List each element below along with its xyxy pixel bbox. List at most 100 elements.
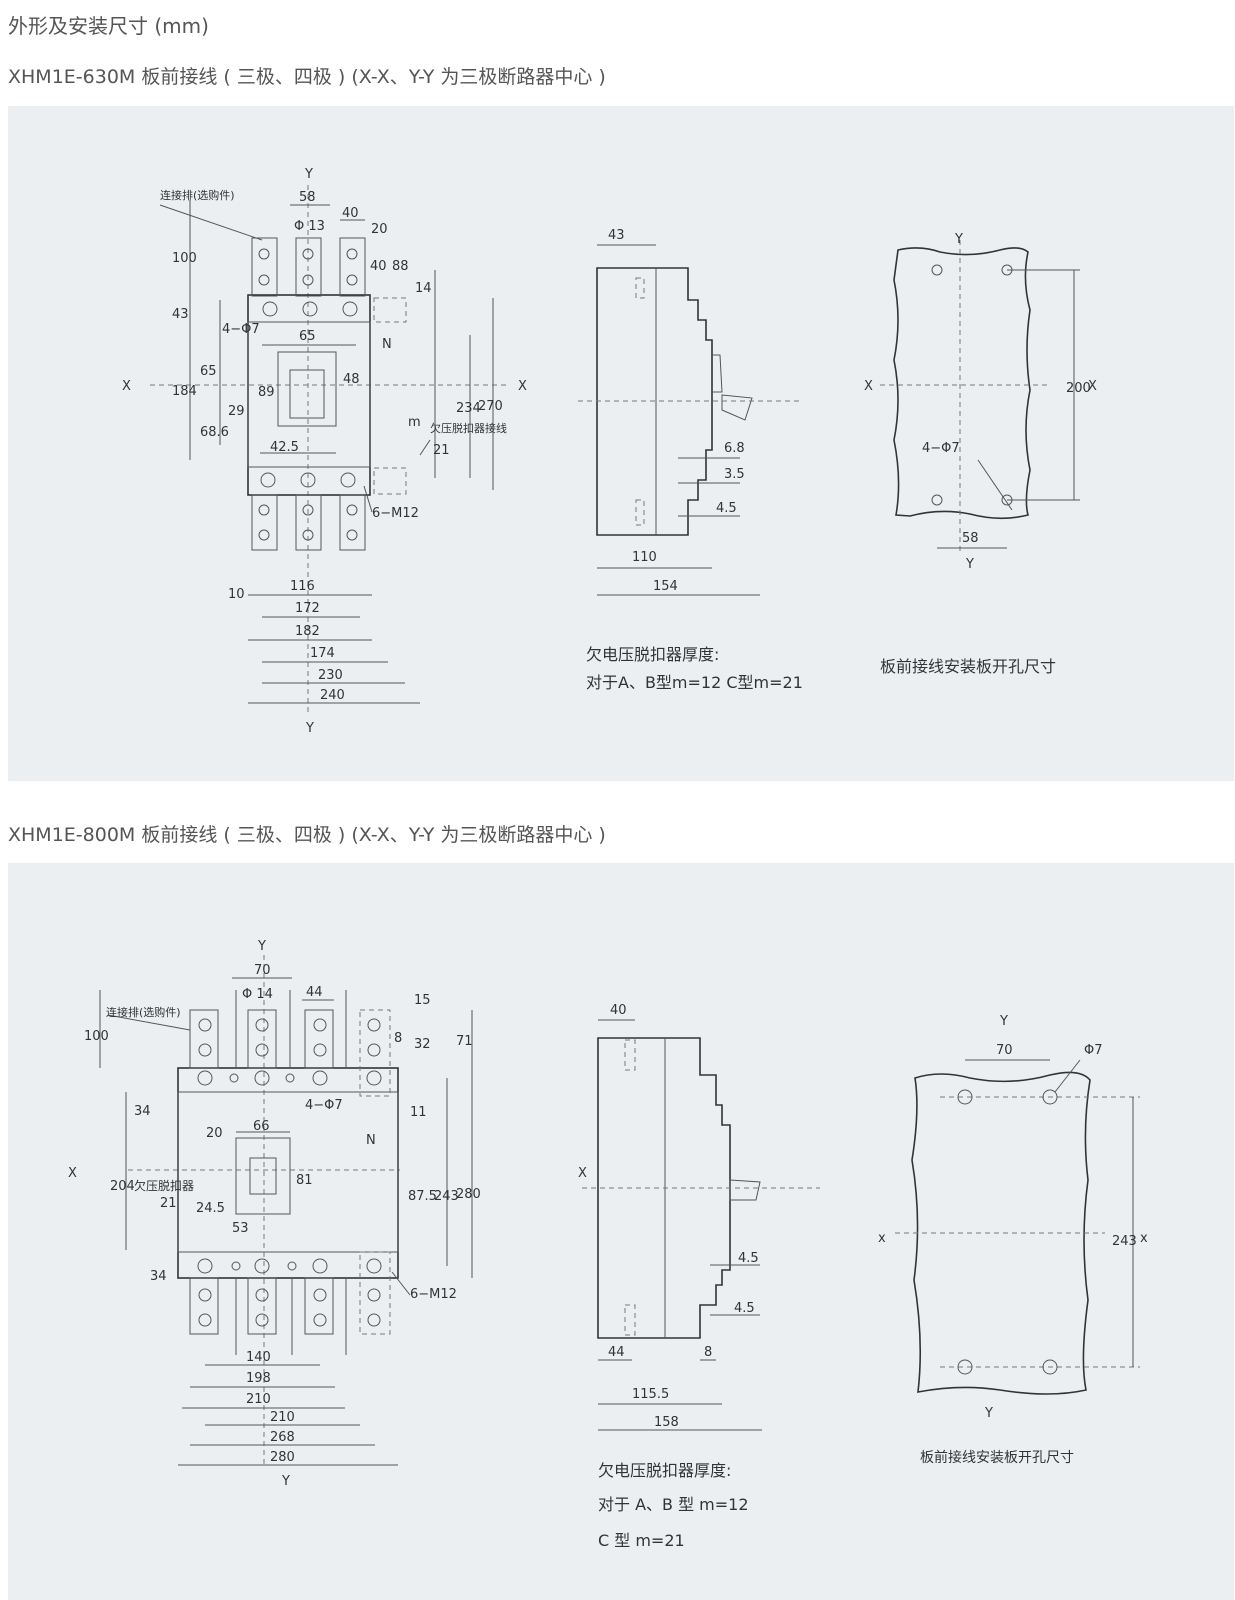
- d1-dim-100: 100: [172, 251, 197, 266]
- d2-note-title: 欠电压脱扣器厚度:: [598, 1461, 731, 1480]
- d2-plate-x-right: x: [1140, 1231, 1148, 1246]
- d2-plate-view: [895, 1059, 1140, 1395]
- d1-plate-y-top: Y: [954, 232, 963, 247]
- d2-side-4-5: 4.5: [738, 1251, 759, 1266]
- d2-dim-280: 280: [456, 1187, 481, 1202]
- d1-notes: 欠电压脱扣器厚度: 对于A、B型m=12 C型m=21 板前接线安装板开孔尺寸: [586, 645, 1056, 692]
- d2-plate-phi7: Φ7: [1084, 1043, 1103, 1058]
- d2-dim-204: 204: [110, 1179, 135, 1194]
- d2-front-view: [99, 955, 473, 1466]
- d2-dim-24: 24.5: [196, 1201, 225, 1216]
- d1-note-title: 欠电压脱扣器厚度:: [586, 645, 719, 664]
- d2-side-x: X: [578, 1166, 587, 1181]
- d2-dim-66: 66: [253, 1119, 270, 1134]
- d1-side-6-8: 6.8: [724, 441, 745, 456]
- d2-axis-y-top: Y: [257, 939, 266, 954]
- d1-dim-40b: 40: [370, 259, 387, 274]
- d1-plate-x-left: X: [864, 379, 873, 394]
- d2-callout-bar: 连接排(选购件): [106, 1005, 181, 1019]
- d1-side-view: [578, 244, 800, 596]
- d2-dim-140: 140: [246, 1350, 271, 1365]
- d2-dim-m12: 6−M12: [410, 1287, 457, 1302]
- d2-plate-x-left: x: [878, 1231, 886, 1246]
- d1-dim-65v: 65: [200, 364, 217, 379]
- d2-dim-70: 70: [254, 963, 271, 978]
- d1-dim-phi13: Φ 13: [294, 219, 325, 234]
- d1-plate-labels: Y Y X X 200 4−Φ7 58: [864, 232, 1097, 572]
- d2-note-line2: C 型 m=21: [598, 1531, 685, 1550]
- d1-plate-x-right: X: [1088, 379, 1097, 394]
- d2-axis-x-left: X: [68, 1166, 77, 1181]
- d2-dim-21: 21: [160, 1196, 177, 1211]
- d1-dim-89: 89: [258, 385, 275, 400]
- d1-dim-10: 10: [228, 587, 245, 602]
- d2-dim-phi14: Φ 14: [242, 987, 273, 1002]
- d2-dim-100: 100: [84, 1029, 109, 1044]
- d1-dim-240: 240: [320, 688, 345, 703]
- d1-dim-88: 88: [392, 259, 409, 274]
- d1-dim-184: 184: [172, 384, 197, 399]
- page-heading: 外形及安装尺寸 (mm): [8, 14, 209, 38]
- d2-dim-198: 198: [246, 1371, 271, 1386]
- d1-dim-58: 58: [299, 190, 316, 205]
- d1-dim-68: 68.6: [200, 425, 229, 440]
- section1-title: XHM1E-630M 板前接线 ( 三极、四极 ) (X-X、Y-Y 为三极断路…: [8, 66, 606, 88]
- d1-side-3-5: 3.5: [724, 467, 745, 482]
- d1-front-view: [150, 185, 510, 715]
- d2-dim-32: 32: [414, 1037, 431, 1052]
- d1-dim-21: 21: [433, 443, 450, 458]
- d2-dim-8: 8: [394, 1031, 402, 1046]
- d1-side-4-5: 4.5: [716, 501, 737, 516]
- d2-axis-y-bottom: Y: [281, 1474, 290, 1489]
- d1-callout-bar: 连接排(选购件): [160, 188, 235, 202]
- d1-side-labels: 43 6.8 3.5 4.5 110 154: [608, 228, 745, 594]
- d2-dim-20: 20: [206, 1126, 223, 1141]
- d1-dim-hole: 4−Φ7: [222, 322, 260, 337]
- d2-plate-243: 243: [1112, 1234, 1137, 1249]
- d2-dim-280b: 280: [270, 1450, 295, 1465]
- d2-dim-81: 81: [296, 1173, 313, 1188]
- d1-dim-20: 20: [371, 222, 388, 237]
- d2-dim-15: 15: [414, 993, 431, 1008]
- d1-dim-174: 174: [310, 646, 335, 661]
- d2-plate-caption: 板前接线安装板开孔尺寸: [920, 1449, 1074, 1466]
- d1-side-154: 154: [653, 579, 678, 594]
- d1-dim-14: 14: [415, 281, 432, 296]
- d2-dim-210b: 210: [270, 1410, 295, 1425]
- d2-side-44: 44: [608, 1345, 625, 1360]
- d2-dim-87: 87.5: [408, 1189, 437, 1204]
- d1-label-n: N: [382, 337, 392, 352]
- d2-side-40: 40: [610, 1003, 627, 1018]
- d2-side-158: 158: [654, 1415, 679, 1430]
- d1-dim-234: 234: [456, 401, 481, 416]
- d1-plate-caption: 板前接线安装板开孔尺寸: [880, 657, 1056, 676]
- d1-dim-42: 42.5: [270, 440, 299, 455]
- d1-plate-y-bottom: Y: [965, 557, 974, 572]
- d2-side-4-5b: 4.5: [734, 1301, 755, 1316]
- d2-dim-44: 44: [306, 985, 323, 1000]
- d1-dim-116: 116: [290, 579, 315, 594]
- d2-note-line1: 对于 A、B 型 m=12: [598, 1495, 749, 1514]
- d1-dim-270: 270: [478, 399, 503, 414]
- d2-dim-34b: 34: [150, 1269, 167, 1284]
- d1-axis-x-left: X: [122, 379, 131, 394]
- d2-plate-y-bottom: Y: [984, 1406, 993, 1421]
- d1-front-labels: Y Y X X 连接排(选购件) 58 40 20 Φ 13 100 40 88…: [122, 167, 527, 736]
- d1-dim-m12: 6−M12: [372, 506, 419, 521]
- d2-front-labels: Y Y X 连接排(选购件) 70 Φ 14 44 15 100 8 32 71…: [68, 939, 481, 1489]
- d1-dim-65h: 65: [299, 329, 316, 344]
- d1-dim-230: 230: [318, 668, 343, 683]
- d1-dim-40: 40: [342, 206, 359, 221]
- d1-label-uv: 欠压脱扣器接线: [430, 421, 507, 435]
- d2-dim-53: 53: [232, 1221, 249, 1236]
- d2-dim-210: 210: [246, 1392, 271, 1407]
- d1-plate-58: 58: [962, 531, 979, 546]
- d2-label-uv: 欠压脱扣器: [134, 1178, 194, 1193]
- d2-side-115: 115.5: [632, 1387, 669, 1402]
- d1-plate-view: [880, 240, 1080, 555]
- d2-dim-243: 243: [434, 1189, 459, 1204]
- d2-label-n: N: [366, 1133, 376, 1148]
- section2-title: XHM1E-800M 板前接线 ( 三极、四极 ) (X-X、Y-Y 为三极断路…: [8, 824, 606, 846]
- d2-plate-70: 70: [996, 1043, 1013, 1058]
